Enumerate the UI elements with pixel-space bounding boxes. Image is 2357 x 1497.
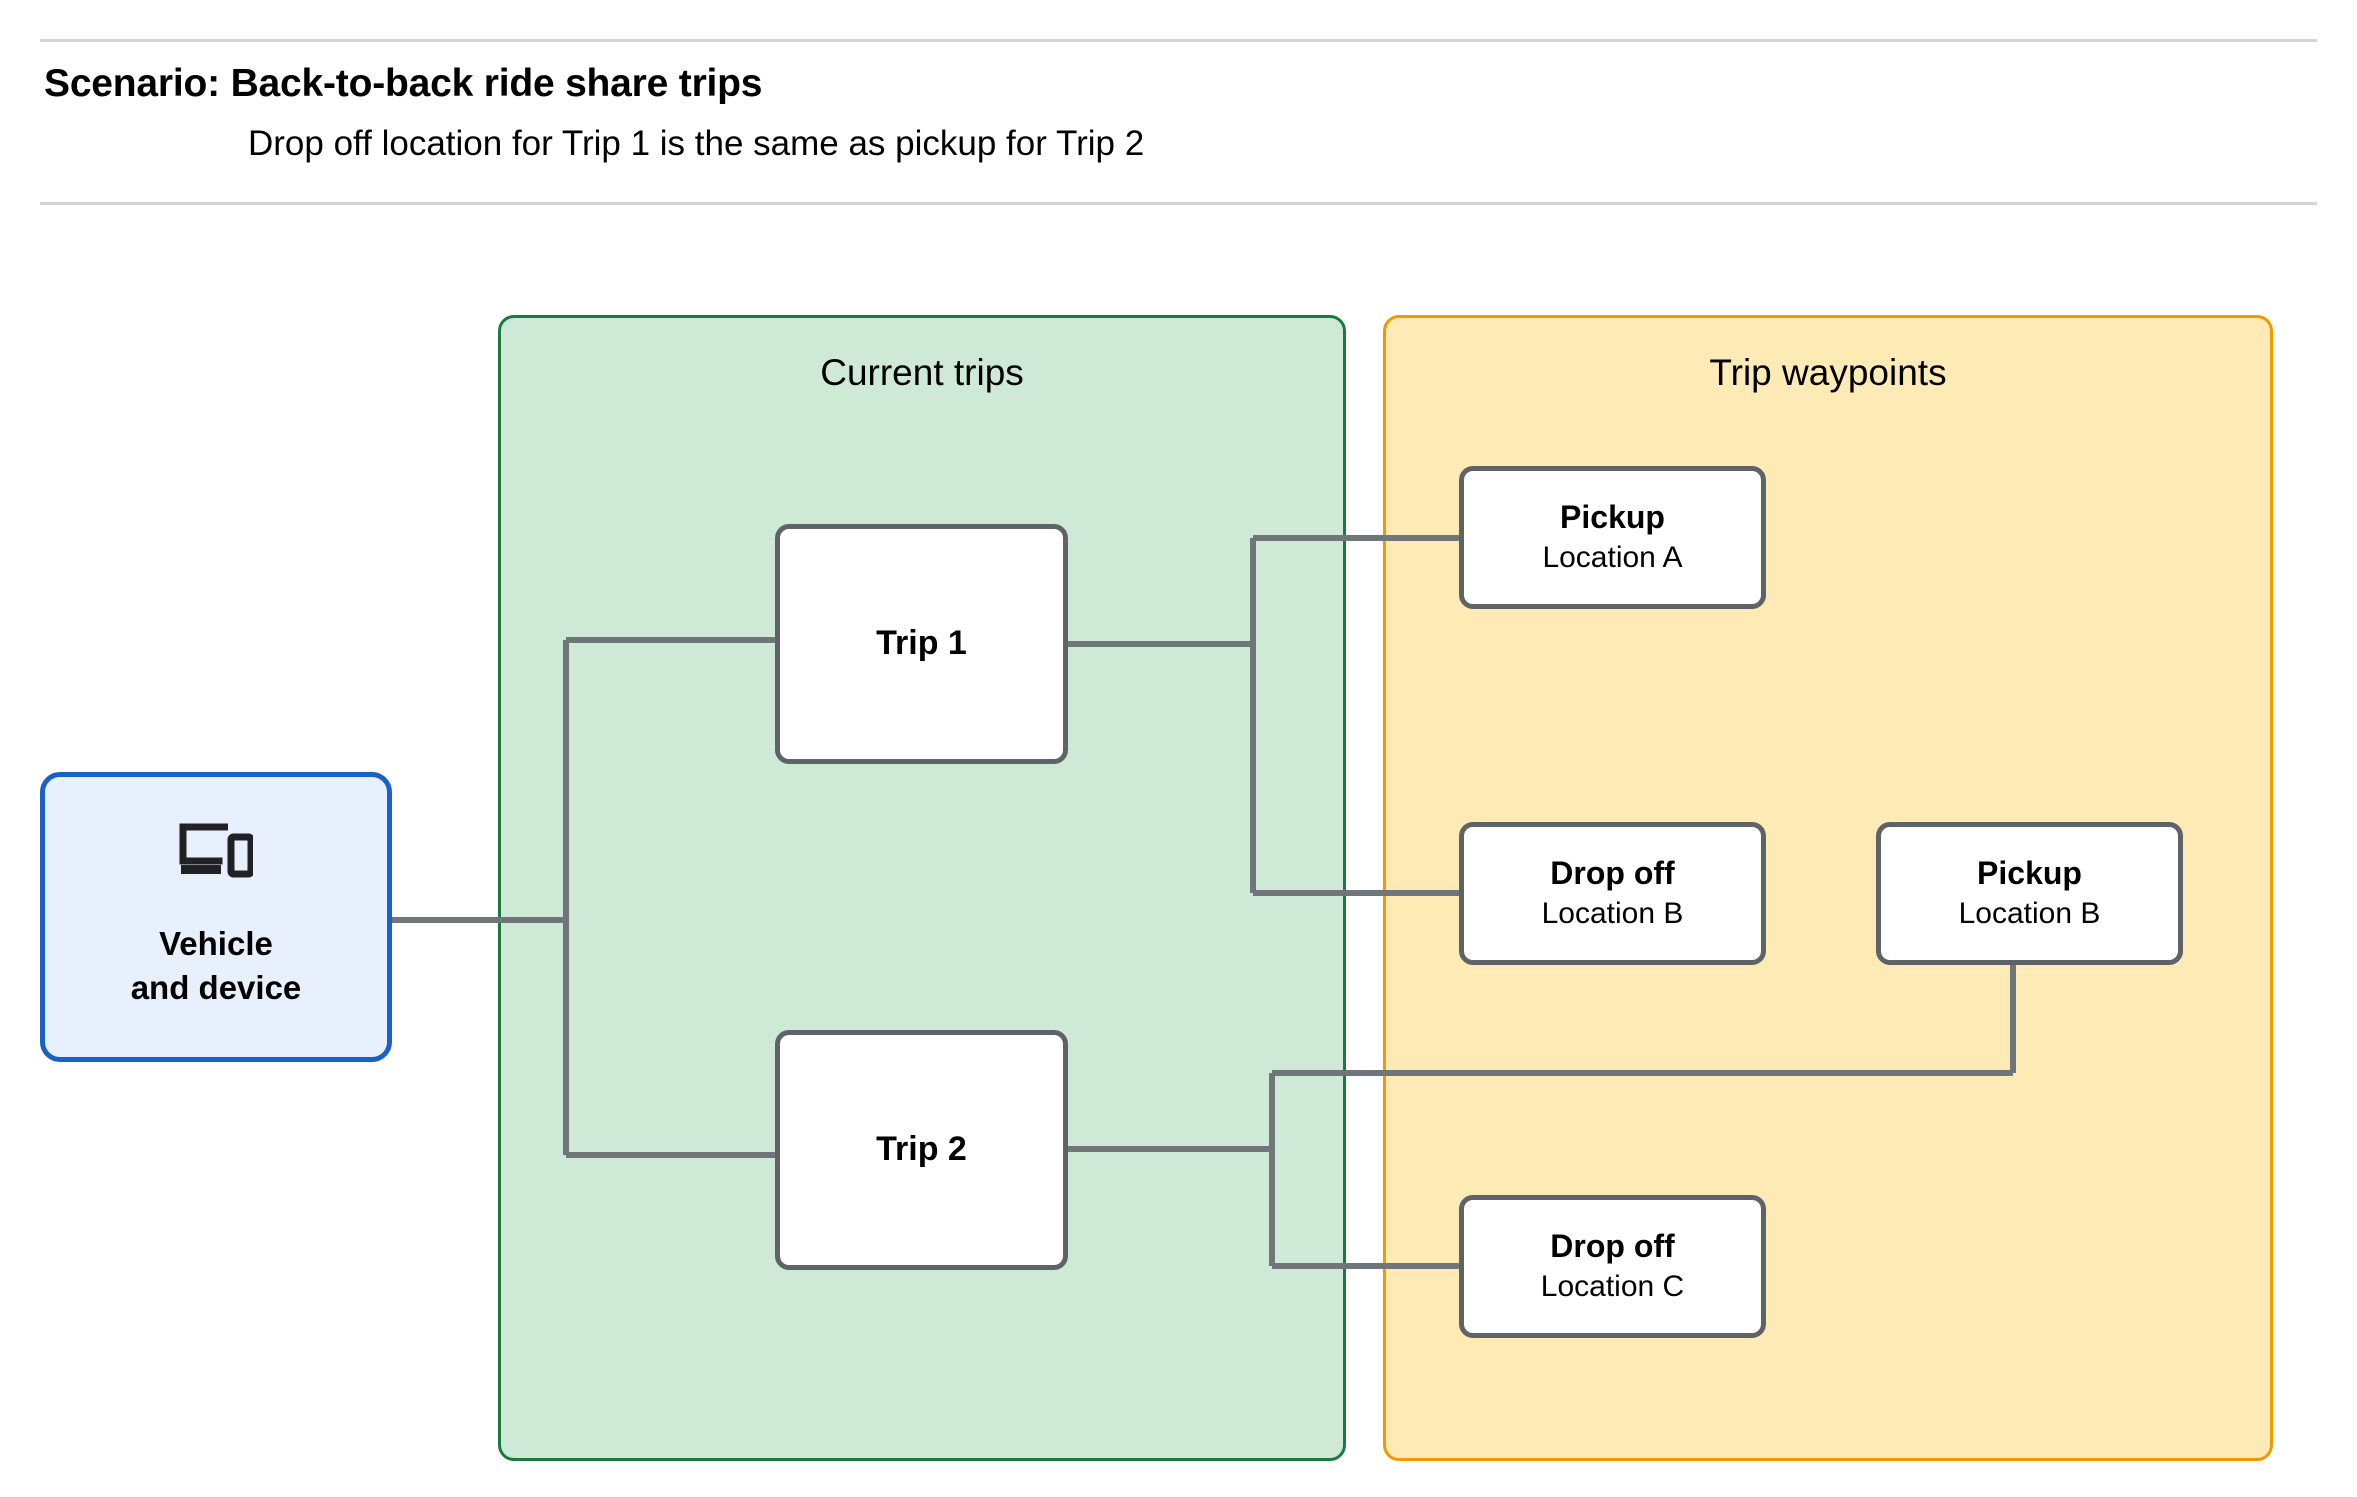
header-rule-top: [40, 39, 2317, 42]
node-pickup-a-subtitle: Location A: [1542, 541, 1683, 575]
node-pickup-location-a[interactable]: Pickup Location A: [1459, 466, 1766, 609]
node-dropoff-location-b[interactable]: Drop off Location B: [1459, 822, 1766, 965]
node-pickup-location-b[interactable]: Pickup Location B: [1876, 822, 2183, 965]
header-rule-bottom: [40, 202, 2317, 205]
node-dropoff-location-c[interactable]: Drop off Location C: [1459, 1195, 1766, 1338]
group-trip-waypoints-label: Trip waypoints: [1709, 352, 1947, 393]
node-trip-2-title: Trip 2: [876, 1130, 967, 1169]
node-pickup-b-subtitle: Location B: [1958, 897, 2101, 931]
node-dropoff-b-subtitle: Location B: [1541, 897, 1684, 931]
page-subtitle: Drop off location for Trip 1 is the same…: [248, 124, 1145, 163]
node-pickup-a-title: Pickup: [1560, 498, 1665, 535]
node-dropoff-c-title: Drop off: [1550, 1227, 1675, 1264]
group-current-trips: Current trips: [498, 315, 1346, 1461]
node-dropoff-b-title: Drop off: [1550, 854, 1675, 891]
page-title: Scenario: Back-to-back ride share trips: [44, 62, 763, 105]
node-trip-2[interactable]: Trip 2: [775, 1030, 1068, 1270]
node-pickup-b-title: Pickup: [1977, 854, 2082, 891]
group-current-trips-label: Current trips: [820, 352, 1024, 393]
node-trip-1[interactable]: Trip 1: [775, 524, 1068, 764]
devices-icon: [179, 823, 255, 884]
node-dropoff-c-subtitle: Location C: [1540, 1270, 1685, 1304]
node-trip-1-title: Trip 1: [876, 624, 967, 663]
